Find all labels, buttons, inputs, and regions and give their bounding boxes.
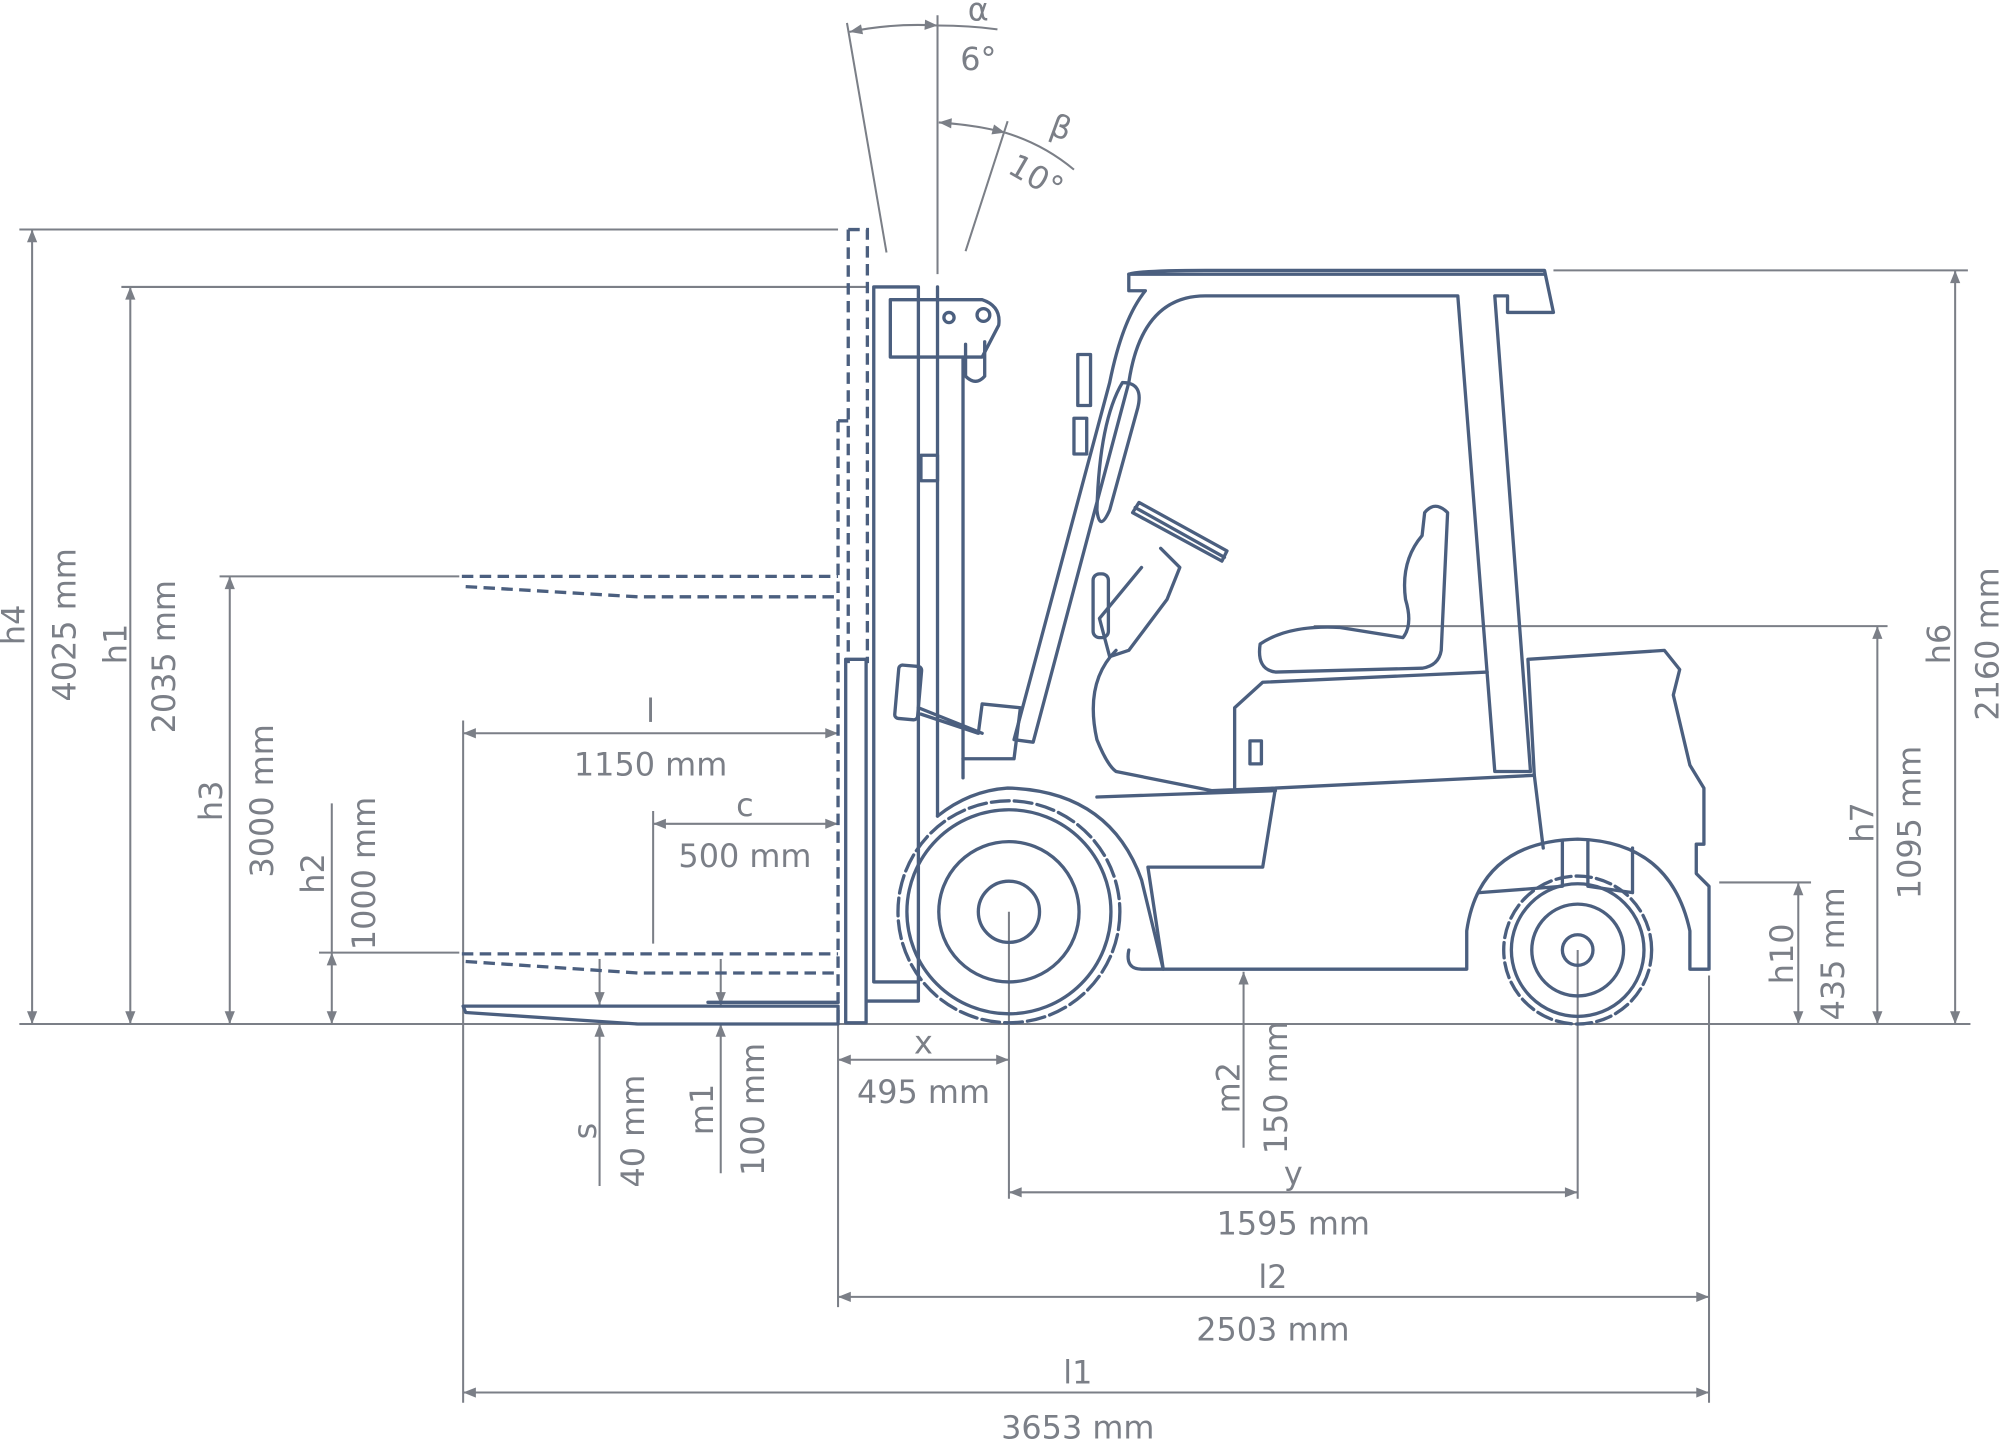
- dim-l2: l2 2503 mm: [838, 975, 1711, 1403]
- h4-symbol: h4: [0, 605, 32, 645]
- beta-symbol: β: [1045, 106, 1077, 149]
- l1-symbol: l1: [1063, 1354, 1092, 1392]
- tilt-cylinder: [916, 702, 1023, 761]
- raised-fork-dashed: [461, 227, 870, 1021]
- alpha-symbol: α: [968, 0, 989, 28]
- y-symbol: y: [1284, 1155, 1303, 1193]
- m1-value: 100 mm: [734, 1043, 772, 1176]
- l2-value: 2503 mm: [1196, 1310, 1349, 1348]
- overhead-guard: [1012, 268, 1556, 774]
- dim-h3: h3 3000 mm: [192, 575, 460, 1025]
- rear-wheel: [1477, 839, 1654, 1026]
- front-wheel: [896, 799, 1122, 1025]
- l-symbol: l: [646, 692, 655, 730]
- dim-h10: h10 435 mm: [1719, 881, 1852, 1025]
- front-fender: [935, 786, 1165, 971]
- h7-symbol: h7: [1844, 802, 1882, 842]
- dim-h1: h1 2035 mm: [96, 285, 868, 1025]
- l2-symbol: l2: [1258, 1258, 1287, 1296]
- dim-l1: l1 3653 mm: [463, 1354, 1710, 1441]
- h1-value: 2035 mm: [145, 580, 183, 733]
- alpha-value: 6°: [960, 40, 996, 78]
- h7-value: 1095 mm: [1891, 746, 1929, 899]
- dim-h2: h2 1000 mm: [294, 797, 460, 1025]
- m2-value: 150 mm: [1257, 1021, 1295, 1154]
- dim-m2: m2 150 mm: [1210, 971, 1295, 1154]
- fork: [461, 1004, 840, 1026]
- s-symbol: s: [566, 1123, 604, 1140]
- steering-wheel: [1130, 500, 1229, 563]
- l-value: 1150 mm: [574, 745, 727, 783]
- h3-symbol: h3: [192, 781, 230, 821]
- h4-value: 4025 mm: [45, 548, 83, 701]
- dim-m1: m1 100 mm: [683, 958, 772, 1176]
- h6-symbol: h6: [1920, 624, 1958, 664]
- dim-y: y 1595 mm: [1008, 950, 1579, 1242]
- seat: [1257, 504, 1450, 674]
- dim-h6: h6 2160 mm: [1553, 269, 2000, 1025]
- body: [1091, 648, 1711, 971]
- dim-s: s 40 mm: [566, 958, 652, 1188]
- h10-symbol: h10: [1763, 923, 1801, 984]
- dim-x: x 495 mm: [837, 911, 1010, 1308]
- x-value: 495 mm: [857, 1073, 990, 1111]
- dim-l: l 1150 mm: [462, 692, 839, 1403]
- y-value: 1595 mm: [1217, 1204, 1370, 1242]
- s-value: 40 mm: [614, 1075, 652, 1188]
- forklift-illustration: [461, 227, 1711, 1026]
- c-symbol: c: [736, 786, 754, 824]
- h2-symbol: h2: [294, 853, 332, 893]
- h6-value: 2160 mm: [1968, 567, 2000, 720]
- m2-symbol: m2: [1210, 1062, 1248, 1113]
- m1-symbol: m1: [683, 1084, 721, 1135]
- beta-value: 10°: [1002, 146, 1070, 207]
- dim-c: c 500 mm: [652, 786, 839, 944]
- h1-symbol: h1: [96, 624, 134, 664]
- steering-column: [1097, 546, 1182, 659]
- x-symbol: x: [914, 1023, 933, 1061]
- tilt-angles: α 6° β 10°: [845, 0, 1077, 275]
- h3-value: 3000 mm: [243, 724, 281, 877]
- c-value: 500 mm: [678, 837, 811, 875]
- l1-value: 3653 mm: [1001, 1408, 1154, 1441]
- h2-value: 1000 mm: [345, 797, 383, 950]
- dim-h4: h4 4025 mm: [0, 228, 839, 1025]
- h10-value: 435 mm: [1814, 887, 1852, 1020]
- mast: [844, 285, 1001, 1025]
